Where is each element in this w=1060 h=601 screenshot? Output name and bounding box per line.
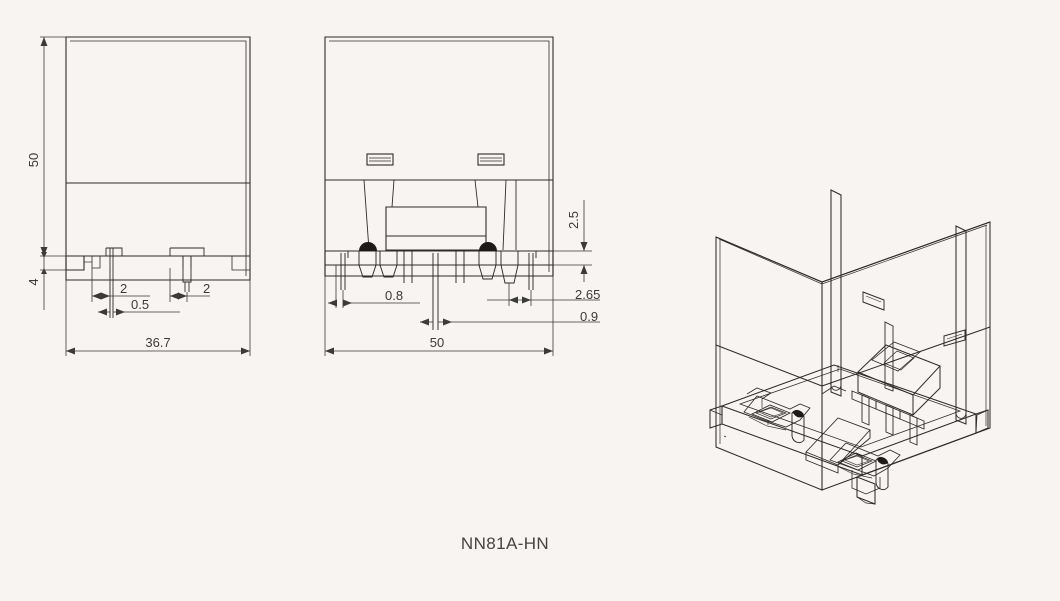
iso-wall-right-split: [821, 326, 991, 387]
front-cap-right: [479, 242, 497, 251]
front-wall-2: [391, 179, 395, 208]
iso-foot-front-d: [856, 496, 876, 505]
dimlabel-spacing-265: 2.65: [575, 287, 600, 302]
dimlabel-height-50: 50: [26, 153, 41, 167]
iso-base-relief: [738, 368, 962, 448]
side-pin-right-tip: [182, 256, 192, 283]
iso-slot-left: [862, 291, 885, 311]
dims-front-view: [324, 200, 600, 356]
dimlabel-thickness-05: 0.5: [131, 297, 149, 312]
dimlabel-pinwidth-09: 0.9: [580, 309, 598, 324]
view-isometric: [709, 189, 991, 505]
iso-center-bar: [805, 417, 871, 474]
iso-ledge-mid: [821, 385, 847, 395]
front-left-step: [325, 264, 337, 277]
iso-foot-right-d: [975, 409, 989, 434]
front-cap-left: [359, 242, 377, 251]
dimlabel-pitch-right-2: 2: [203, 281, 210, 296]
dim-labels-front-view: 2.5 0.8 2.65 0.9 50: [385, 211, 600, 350]
part-number-label: NN81A-HN: [461, 534, 549, 553]
dimlabel-width-367: 36.7: [145, 335, 170, 350]
arrow-4-top: [41, 252, 47, 258]
iso-slot-right: [943, 329, 966, 347]
iso-foot-left-d: [709, 409, 723, 424]
dimlabel-pin-25: 2.5: [566, 211, 581, 229]
dims-side-view: [40, 36, 251, 356]
iso-pin-long-right: [955, 225, 967, 425]
front-wall-3: [474, 179, 479, 208]
iso-pin-mid: [884, 321, 894, 392]
iso-mark-3: [723, 435, 727, 438]
iso-wall-left-split: [715, 344, 823, 387]
iso-coil-pins: [851, 390, 925, 446]
dimlabel-pitch-left-2: 2: [120, 281, 127, 296]
iso-terminal-left: [743, 395, 811, 431]
iso-pin-long: [830, 189, 842, 397]
iso-top-edge-inner: [718, 224, 988, 285]
iso-foot-front-2: [851, 470, 881, 495]
side-pin-block-left: [106, 247, 123, 256]
side-right-foot: [231, 256, 250, 271]
dim-labels-side-view: 50 4 2 0.5 2 36.7: [26, 153, 210, 350]
iso-coil-block: [857, 341, 941, 417]
front-wall-4: [502, 179, 507, 251]
front-slot-right: [477, 153, 505, 166]
iso-ledge-left: [746, 387, 772, 400]
iso-terminal-front: [829, 442, 901, 479]
side-left-foot: [66, 256, 85, 271]
iso-pin-long-right-tip: [955, 409, 967, 419]
iso-pin-long-tip: [830, 381, 842, 391]
dimlabel-width-50: 50: [430, 335, 444, 350]
front-wall-1: [363, 179, 370, 251]
front-slot-left: [366, 153, 394, 166]
dimlabel-edge-08: 0.8: [385, 288, 403, 303]
side-pin-block-right: [170, 247, 205, 256]
front-terminals: [339, 250, 537, 330]
iso-top-edge: [715, 221, 991, 283]
iso-post-front: [875, 456, 889, 491]
side-body-inner: [70, 40, 247, 276]
front-body-inner: [329, 40, 550, 272]
dimlabel-foot-4: 4: [26, 278, 41, 285]
iso-post-left: [791, 409, 805, 444]
side-pin-right-walls: [182, 256, 192, 268]
